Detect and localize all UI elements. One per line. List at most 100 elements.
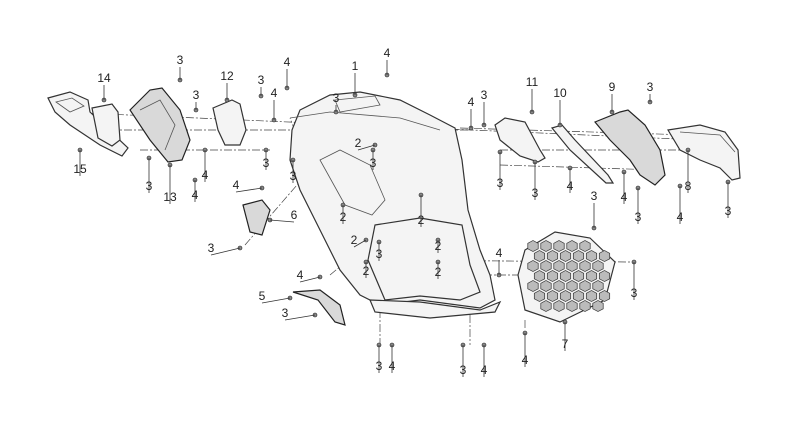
callout-7: 7: [562, 337, 569, 351]
callout-4: 4: [297, 268, 304, 282]
grille-hex-cell: [527, 280, 539, 292]
callout-4: 4: [481, 363, 488, 377]
grille-hex-cell: [566, 240, 578, 252]
part-12-cover: [212, 99, 247, 146]
grille-hex-cell: [533, 270, 546, 282]
grille-hex-cell: [553, 240, 565, 252]
callout-3: 3: [591, 189, 598, 203]
grille-hex-cell: [559, 270, 572, 282]
leader-line: [261, 297, 291, 304]
callout-3: 3: [532, 186, 539, 200]
callout-4: 4: [271, 86, 278, 100]
grille-hex-cell: [527, 260, 539, 272]
callout-3: 3: [497, 176, 504, 190]
grille-hex-pattern: [527, 240, 611, 312]
callout-4: 4: [496, 246, 503, 260]
callout-5: 5: [259, 289, 266, 303]
callout-2: 2: [363, 264, 370, 278]
callout-2: 2: [435, 265, 442, 279]
grille-hex-cell: [533, 250, 546, 262]
grille-hex-cell: [579, 300, 591, 312]
grille-hex-cell: [592, 300, 604, 312]
callout-3: 3: [263, 156, 270, 170]
callout-8: 8: [685, 179, 692, 193]
leader-line: [235, 187, 263, 193]
callout-12: 12: [220, 69, 234, 83]
callout-6: 6: [291, 208, 298, 222]
grille-hex-cell: [566, 260, 578, 272]
callout-4: 4: [621, 190, 628, 204]
grille-hex-cell: [540, 280, 552, 292]
grille-hex-cell: [559, 250, 572, 262]
grille-hex-cell: [579, 280, 591, 292]
leader-line: [357, 144, 376, 151]
callout-3: 3: [376, 247, 383, 261]
grille-hex-cell: [598, 250, 611, 262]
callout-3: 3: [193, 88, 200, 102]
callout-4: 4: [677, 210, 684, 224]
callout-3: 3: [290, 169, 297, 183]
callout-3: 3: [333, 91, 340, 105]
callout-2: 2: [340, 210, 347, 224]
callout-4: 4: [522, 353, 529, 367]
leader-line: [284, 314, 316, 321]
part-8-side-cover: [667, 124, 741, 181]
grille-hex-cell: [598, 290, 611, 302]
callout-4: 4: [233, 178, 240, 192]
callout-3: 3: [208, 241, 215, 255]
grille-hex-cell: [579, 260, 591, 272]
grille-hex-cell: [540, 260, 552, 272]
callout-4: 4: [202, 168, 209, 182]
callout-14: 14: [97, 71, 111, 85]
grille-hex-cell: [527, 240, 539, 252]
grille-hex-cell: [572, 250, 585, 262]
grille-hex-cell: [585, 290, 598, 302]
callout-4: 4: [284, 55, 291, 69]
callout-3: 3: [370, 156, 377, 170]
grille-hex-cell: [585, 250, 598, 262]
part-9-bracket: [594, 109, 666, 186]
callout-4: 4: [389, 359, 396, 373]
callout-3: 3: [635, 210, 642, 224]
grille-hex-cell: [546, 290, 559, 302]
callout-3: 3: [146, 179, 153, 193]
callout-3: 3: [647, 80, 654, 94]
callout-3: 3: [481, 88, 488, 102]
callout-2: 2: [418, 213, 425, 227]
part-11-light-housing: [494, 117, 546, 163]
leader-line: [299, 276, 321, 283]
callout-3: 3: [177, 53, 184, 67]
callout-1: 1: [352, 59, 359, 73]
callout-15: 15: [73, 162, 87, 176]
callout-4: 4: [384, 46, 391, 60]
callout-2: 2: [351, 233, 358, 247]
grille-hex-cell: [592, 280, 604, 292]
grille-hex-cell: [546, 250, 559, 262]
grille-hex-cell: [566, 300, 578, 312]
callout-3: 3: [258, 73, 265, 87]
grille-hex-cell: [553, 300, 565, 312]
callout-3: 3: [376, 359, 383, 373]
grille-hex-cell: [546, 270, 559, 282]
part-5-trim: [292, 289, 346, 326]
grille-hex-cell: [579, 240, 591, 252]
callout-3: 3: [631, 286, 638, 300]
grille-hex-cell: [566, 280, 578, 292]
callout-4: 4: [468, 95, 475, 109]
part-6-bracket: [242, 199, 271, 236]
grille-hex-cell: [572, 290, 585, 302]
grille-hex-cell: [553, 260, 565, 272]
callout-3: 3: [460, 363, 467, 377]
grille-hex-cell: [540, 300, 552, 312]
part-13-bracket: [129, 87, 191, 163]
leader-line: [353, 239, 367, 248]
callout-10: 10: [553, 86, 567, 100]
grille-hex-cell: [559, 290, 572, 302]
grille-hex-cell: [592, 260, 604, 272]
callout-2: 2: [355, 136, 362, 150]
callout-4: 4: [192, 188, 199, 202]
grille-hex-cell: [585, 270, 598, 282]
